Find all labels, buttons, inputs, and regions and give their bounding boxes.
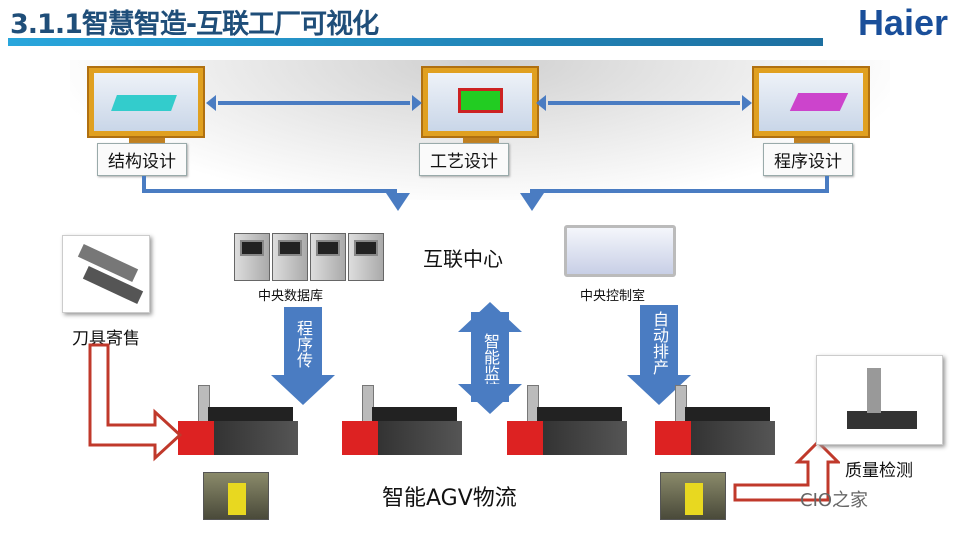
server-icon <box>310 233 346 281</box>
arrow-down-icon <box>520 193 544 211</box>
agv-vehicle <box>660 472 726 520</box>
cnc-machine <box>507 385 627 455</box>
database-label: 中央数据库 <box>258 289 324 304</box>
haier-logo: Haier <box>857 2 948 43</box>
red-arrow-quality <box>733 440 840 502</box>
monitor-structure-design <box>87 66 205 150</box>
monitor-program-design <box>752 66 870 150</box>
label-structure-design: 结构设计 <box>97 143 187 176</box>
control-label: 中央控制室 <box>580 289 646 304</box>
logistics-label: 智能AGV物流 <box>382 486 517 511</box>
arrow-down-icon <box>271 375 335 405</box>
page-title: 3.1.1智慧智造-互联工厂可视化 <box>10 9 379 40</box>
control-monitor-icon <box>564 225 676 277</box>
cnc-machine <box>342 385 462 455</box>
server-icon <box>272 233 308 281</box>
cnc-machine <box>178 385 298 455</box>
connector <box>142 176 146 192</box>
cnc-machine <box>655 385 775 455</box>
label-process-design: 工艺设计 <box>419 143 509 176</box>
connector <box>530 189 829 193</box>
agv-vehicle <box>203 472 269 520</box>
arrow-down-icon <box>458 384 522 414</box>
red-arrow-tools <box>88 343 183 462</box>
server-icon <box>348 233 384 281</box>
tool-image <box>62 235 150 313</box>
center-title: 互联中心 <box>423 247 503 271</box>
arrow-down-icon <box>386 193 410 211</box>
connector <box>825 176 829 192</box>
quality-image <box>816 355 943 445</box>
label-program-design: 程序设计 <box>763 143 853 176</box>
double-arrow-left <box>206 95 422 111</box>
double-arrow-right <box>536 95 752 111</box>
connector <box>142 189 397 193</box>
auto-schedule-arrow: 自动排产 <box>640 305 678 375</box>
title-divider <box>8 38 823 46</box>
monitor-process-design <box>421 66 539 150</box>
server-icon <box>234 233 270 281</box>
watermark: CIO之家 <box>800 490 869 511</box>
quality-label: 质量检测 <box>845 461 913 481</box>
program-transfer-arrow: 程序传输 <box>256 307 322 375</box>
